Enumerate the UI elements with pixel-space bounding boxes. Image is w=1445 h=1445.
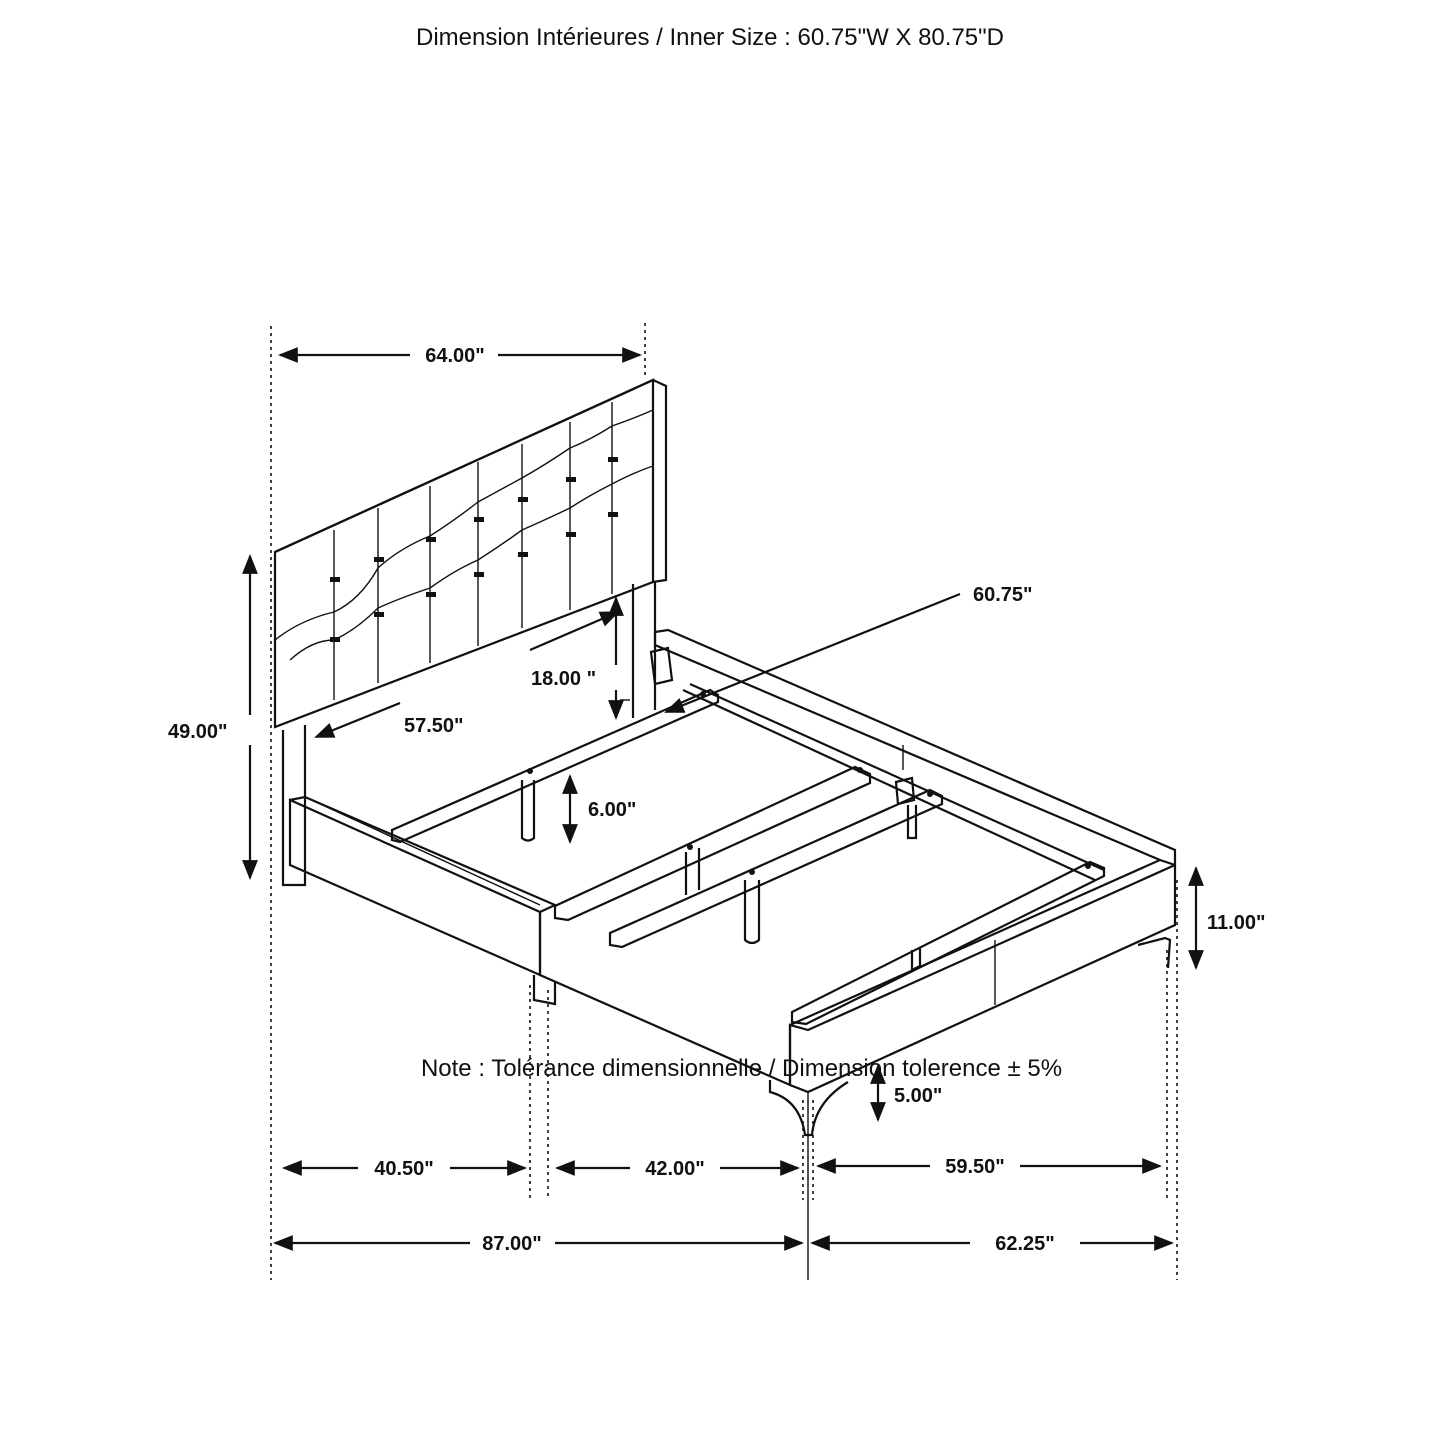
tolerance-note: Note : Tolérance dimensionnelle / Dimens… — [420, 1055, 1063, 1082]
headboard-clearance-label: 18.00 " — [531, 668, 596, 690]
total-height-label: 49.00" — [168, 721, 228, 743]
bed-frame — [288, 628, 1177, 1094]
dimension-arrows — [242, 347, 1204, 1251]
headboard — [273, 378, 668, 887]
slats — [390, 646, 1106, 1026]
segment-42-label: 42.00" — [645, 1158, 705, 1180]
support-legs — [520, 780, 1172, 1137]
slat-leg-height-label: 6.00" — [588, 799, 636, 821]
inner-width-label: 60.75" — [973, 584, 1033, 606]
segment-40-label: 40.50" — [374, 1158, 434, 1180]
total-width-label: 62.25" — [995, 1233, 1055, 1255]
inner-size-caption: Dimension Intérieures / Inner Size : 60.… — [416, 24, 1004, 51]
headboard-width-label: 64.00" — [425, 345, 485, 367]
leg-height-label: 5.00" — [894, 1085, 942, 1107]
segment-59-label: 59.50" — [945, 1156, 1005, 1178]
tuft-buttons — [330, 457, 618, 642]
side-rail-height-label: 11.00" — [1207, 912, 1265, 934]
headboard-inner-width-label: 57.50" — [404, 715, 464, 737]
extension-lines — [270, 323, 1178, 1280]
total-length-label: 87.00" — [482, 1233, 542, 1255]
